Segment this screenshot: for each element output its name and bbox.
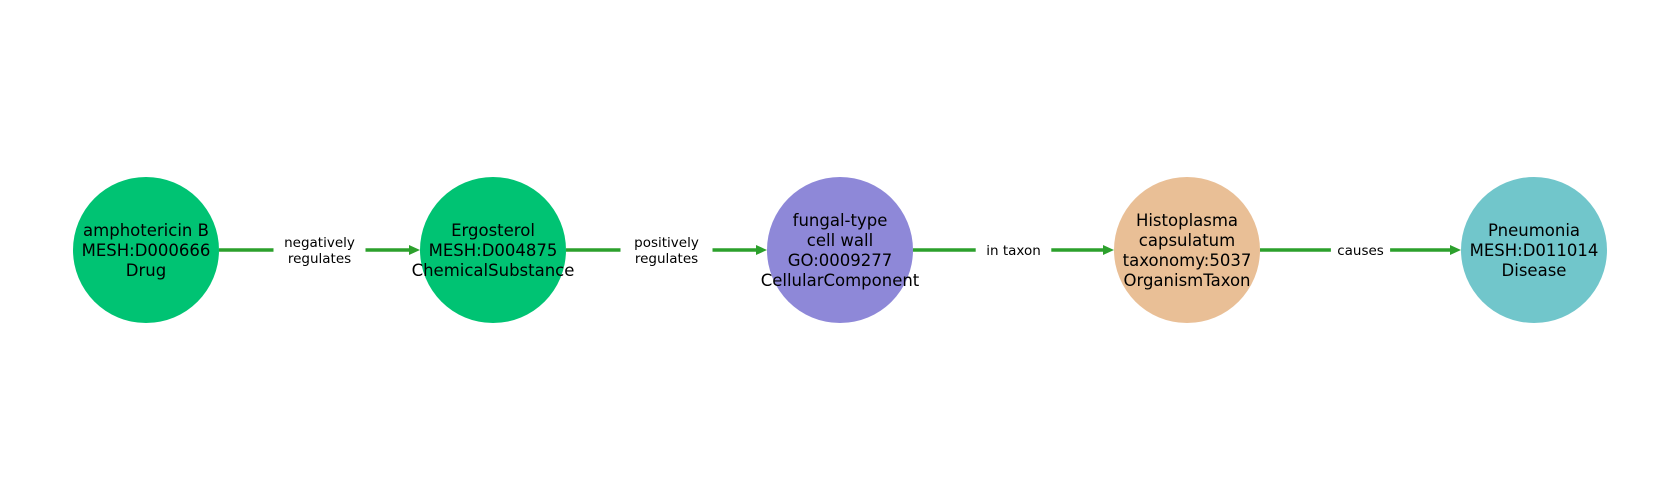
node-label: Histoplasma: [1136, 211, 1238, 230]
edge-label: positively: [634, 235, 699, 251]
node-label: OrganismTaxon: [1123, 271, 1250, 290]
node-label: Drug: [126, 261, 166, 280]
node-circle[interactable]: [420, 177, 566, 323]
node-label: capsulatum: [1139, 231, 1235, 250]
node-label: Disease: [1502, 261, 1567, 280]
node-circle[interactable]: [73, 177, 219, 323]
node-label: MESH:D000666: [82, 241, 211, 260]
node-label: Pneumonia: [1488, 221, 1580, 240]
node-label: CellularComponent: [761, 271, 920, 290]
edge-label: causes: [1337, 243, 1384, 259]
node-circle[interactable]: [1114, 177, 1260, 323]
node-label: ChemicalSubstance: [412, 261, 575, 280]
edge-label: in taxon: [986, 243, 1041, 259]
node-circle[interactable]: [1461, 177, 1607, 323]
node-label: MESH:D004875: [429, 241, 558, 260]
node-label: Ergosterol: [451, 221, 535, 240]
edge-label-background: [975, 240, 1052, 260]
node-label: cell wall: [807, 231, 873, 250]
arrowhead-icon: [409, 245, 420, 255]
node-label: GO:0009277: [788, 251, 893, 270]
node-label: MESH:D011014: [1470, 241, 1599, 260]
node-label: fungal-type: [793, 211, 888, 230]
edge-label: regulates: [288, 251, 351, 267]
edge: causes: [1260, 240, 1461, 260]
edge-label: regulates: [635, 251, 698, 267]
node-circle[interactable]: [767, 177, 913, 323]
edge-label-background: [1330, 240, 1391, 260]
edge-label-background: [620, 232, 713, 268]
arrowhead-icon: [1450, 245, 1461, 255]
node[interactable]: Histoplasmacapsulatumtaxonomy:5037Organi…: [1114, 177, 1260, 323]
arrowhead-icon: [756, 245, 767, 255]
node-label: amphotericin B: [83, 221, 209, 240]
edge-label-background: [273, 232, 366, 268]
arrowhead-icon: [1103, 245, 1114, 255]
node-label: taxonomy:5037: [1123, 251, 1252, 270]
edge: in taxon: [913, 240, 1114, 260]
edge-label: negatively: [284, 235, 355, 251]
